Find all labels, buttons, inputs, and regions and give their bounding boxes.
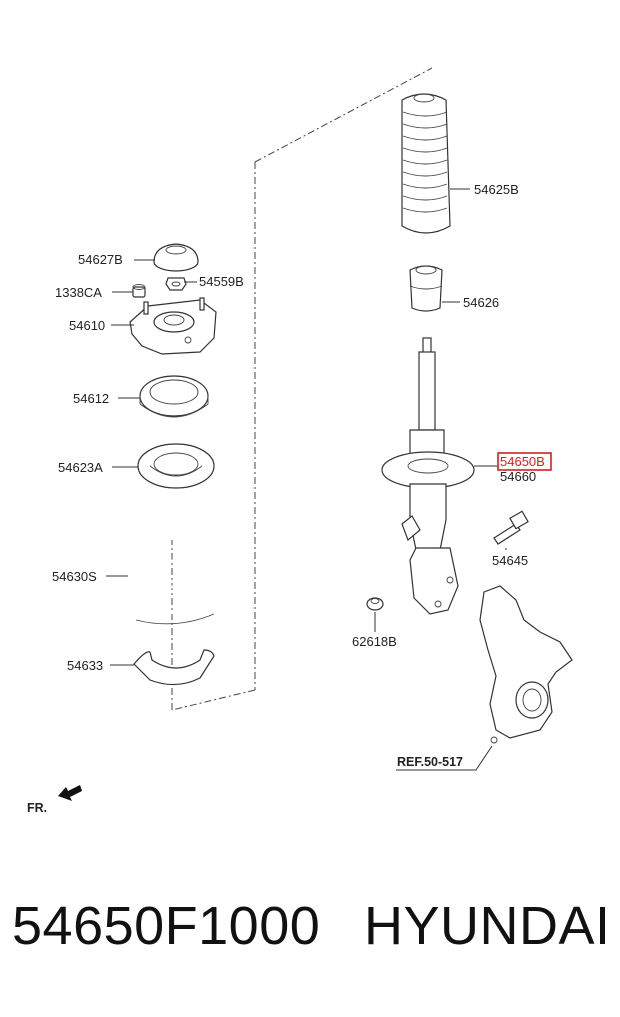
- label-54630s: 54630S: [52, 569, 97, 584]
- part-62618b-flange-nut[interactable]: [366, 597, 384, 611]
- leader-lines: [106, 188, 507, 771]
- part-54626-bump-stopper[interactable]: [409, 265, 443, 312]
- label-ref-50-517: REF.50-517: [397, 755, 463, 769]
- highlight-54650b-box: [497, 452, 552, 471]
- part-54627b-dust-cap[interactable]: [153, 243, 199, 272]
- label-54559b: 54559B: [199, 274, 244, 289]
- label-54612: 54612: [73, 391, 109, 406]
- part-1338ca-nut[interactable]: [132, 284, 146, 298]
- label-54660: 54660: [500, 469, 536, 484]
- exploded-parts-diagram: 54627B 54559B 1338CA 54610 54612 54623A …: [27, 67, 573, 815]
- label-1338ca: 1338CA: [55, 285, 102, 300]
- label-54625b: 54625B: [474, 182, 519, 197]
- label-54645: 54645: [492, 553, 528, 568]
- label-54633: 54633: [67, 658, 103, 673]
- part-54645-bolt[interactable]: [493, 510, 529, 545]
- brand-name: HYUNDAI: [364, 896, 611, 956]
- label-54650b[interactable]: 54650B: [500, 454, 545, 469]
- part-54610-strut-mount[interactable]: [129, 297, 217, 355]
- part-info-footer: 54650F1000 HYUNDAI: [0, 895, 620, 985]
- part-number: 54650F1000: [12, 896, 321, 956]
- part-54623a-spring-pad[interactable]: [137, 443, 215, 489]
- assembly-boundary: [171, 67, 433, 711]
- label-62618b: 62618B: [352, 634, 397, 649]
- label-fr: FR.: [27, 801, 47, 815]
- part-54650b-strut-assembly[interactable]: [381, 337, 475, 615]
- label-54626: 54626: [463, 295, 499, 310]
- part-54630s-coil-spring[interactable]: [127, 510, 225, 625]
- part-54625b-dust-boot[interactable]: [401, 93, 451, 234]
- label-54610: 54610: [69, 318, 105, 333]
- part-54633-lower-pad[interactable]: [133, 649, 215, 686]
- part-54559b-nut[interactable]: [165, 277, 187, 291]
- label-54623a: 54623A: [58, 460, 103, 475]
- label-54627b: 54627B: [78, 252, 123, 267]
- front-direction-marker: FR.: [27, 785, 82, 815]
- steering-knuckle-reference: [479, 585, 573, 744]
- front-arrow-icon: [58, 785, 82, 801]
- part-54612-strut-bearing[interactable]: [139, 375, 209, 418]
